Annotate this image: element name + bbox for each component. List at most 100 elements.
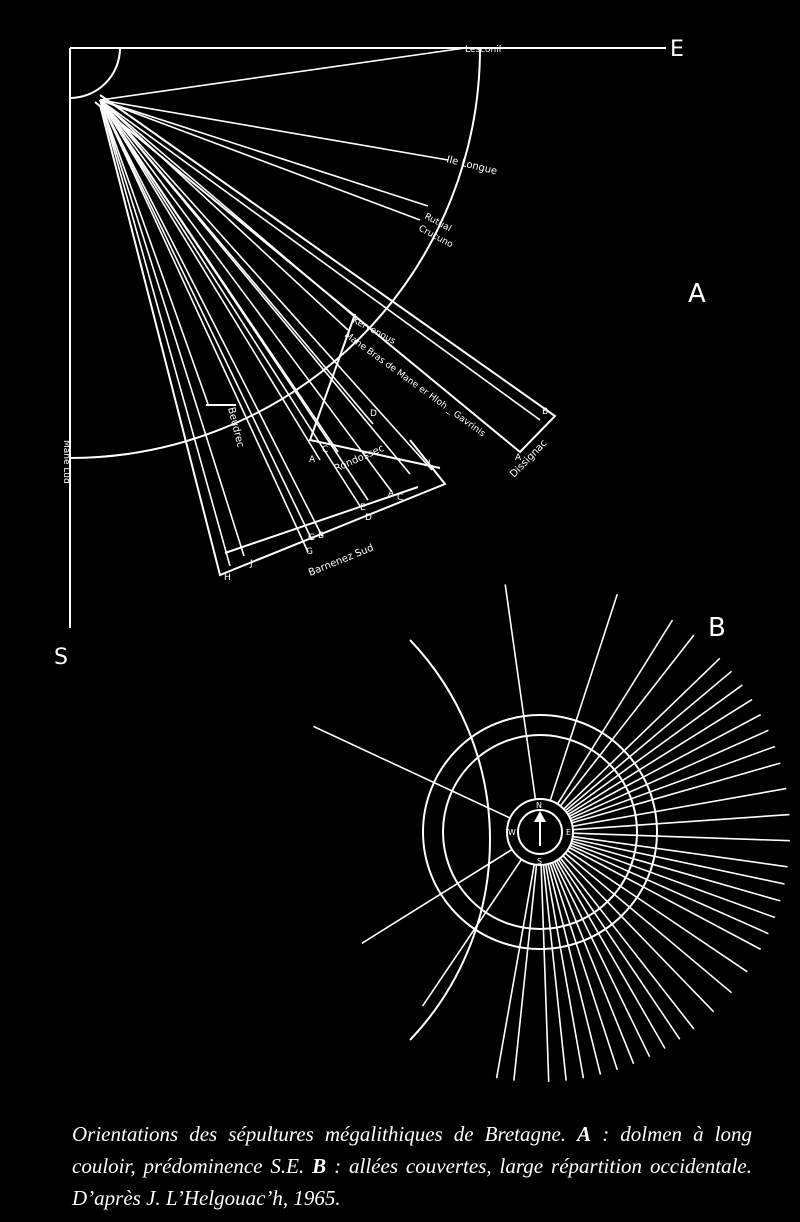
orientation-ray — [99, 99, 323, 537]
east-label: E — [670, 37, 684, 62]
letter-a-dissignac: A — [515, 453, 522, 463]
orientation-ray — [99, 99, 321, 461]
allee-ray — [556, 619, 674, 805]
ring-compass-outer — [506, 798, 574, 866]
beudrec-label: Beudrec — [225, 406, 246, 449]
diagram-a-letter: A — [688, 279, 706, 309]
allee-ray — [559, 634, 695, 807]
letter-d2: D — [365, 513, 372, 523]
letter-b-dissignac: B — [542, 407, 548, 417]
letter-a2: A — [388, 489, 395, 499]
letter-b-barnenez: B — [318, 531, 324, 541]
letter-d-rondossec: D — [370, 409, 377, 419]
outer-arc — [69, 47, 481, 459]
allee-ray — [547, 863, 602, 1075]
allee-ray — [572, 838, 785, 885]
barnenez-label: Barnenez Sud — [307, 543, 375, 579]
letter-c-rondossec: C — [322, 445, 328, 455]
compass-arrow-head — [534, 811, 546, 822]
allee-ray — [542, 864, 567, 1081]
orientation-ray — [99, 99, 361, 507]
orientation-ray — [99, 99, 369, 501]
allee-ray — [567, 698, 753, 816]
allee-ray — [559, 857, 695, 1030]
allee-ray — [572, 813, 790, 831]
allee-orientation-rays — [313, 584, 790, 1082]
diagram-a-dolmens: A E S Lesconil Ile Longue Rutual Crucuno… — [54, 37, 706, 670]
allee-ray — [549, 863, 619, 1071]
kervenous-group-box — [308, 313, 441, 469]
dolmen-orientation-rays — [99, 47, 541, 567]
letter-g1: G — [308, 533, 315, 543]
allee-ray — [313, 725, 511, 819]
allee-ray — [421, 858, 523, 1007]
letter-g2: G — [306, 547, 313, 557]
mane-lud-label: Mane Lud — [61, 440, 71, 484]
allee-ray — [557, 858, 681, 1040]
barnenez-box — [99, 104, 447, 577]
orientation-ray — [99, 99, 449, 161]
allee-ray — [568, 846, 762, 951]
allee-ray — [572, 832, 790, 842]
diagram-b-letter: B — [708, 613, 726, 643]
ring-second — [442, 734, 638, 930]
orientation-ray — [99, 99, 231, 567]
allee-ray — [555, 860, 666, 1049]
orientation-ray — [99, 99, 209, 405]
allee-ray — [566, 684, 743, 814]
allee-ray — [540, 864, 550, 1082]
compass-n: N — [536, 801, 542, 810]
compass-w: W — [508, 828, 516, 837]
lesconil-label: Lesconil — [465, 45, 501, 55]
figure-caption: Orientations des sépultures mégalithique… — [72, 1122, 753, 1210]
orientation-ray — [99, 47, 466, 101]
allee-ray — [495, 864, 536, 1079]
allee-ray — [553, 861, 651, 1058]
allee-ray — [504, 584, 537, 800]
inner-arc — [69, 47, 121, 99]
orientation-ray — [99, 99, 411, 475]
orientation-ray — [99, 99, 309, 553]
allee-ray — [513, 864, 538, 1081]
orientation-ray — [99, 99, 313, 541]
ile-longue-label: Ile Longue — [445, 154, 498, 177]
allee-ray — [570, 745, 776, 822]
compass-e: E — [566, 828, 571, 837]
allee-ray — [569, 844, 769, 935]
orientation-ray — [99, 99, 393, 493]
allee-ray — [571, 840, 781, 902]
allee-ray — [572, 787, 787, 828]
dissignac-box — [94, 94, 557, 454]
allee-ray — [549, 593, 619, 801]
letter-e: E — [360, 503, 366, 513]
letter-c2: C — [397, 493, 403, 503]
mane-bras-label: Mane Bras de Mane er Hloh _ Gavrinis — [342, 330, 487, 439]
allee-ray — [570, 842, 776, 919]
allee-ray — [544, 864, 585, 1079]
allee-ray — [563, 657, 721, 810]
compass-s: S — [537, 857, 542, 866]
letter-j: J — [249, 559, 253, 569]
outer-arc-b — [409, 639, 491, 1041]
allee-ray — [564, 852, 733, 994]
letter-h: H — [224, 573, 231, 583]
orientation-ray — [99, 99, 349, 331]
allee-ray — [569, 729, 769, 820]
allee-ray — [568, 713, 762, 818]
orientation-ray — [99, 99, 433, 471]
letter-l: L — [428, 459, 433, 469]
south-label: S — [54, 645, 68, 670]
allee-ray — [566, 849, 748, 973]
ring-outer — [422, 714, 658, 950]
orientation-ray — [99, 99, 421, 221]
allee-ray — [564, 670, 733, 812]
letter-a-rondossec: A — [309, 455, 316, 465]
allee-ray — [571, 762, 781, 824]
orientation-ray — [99, 99, 429, 207]
allee-ray — [562, 855, 715, 1013]
orientation-ray — [99, 99, 541, 421]
ring-compass-inner — [517, 809, 563, 855]
orientation-ray — [99, 99, 245, 557]
barnenez-inner-line — [224, 486, 419, 554]
